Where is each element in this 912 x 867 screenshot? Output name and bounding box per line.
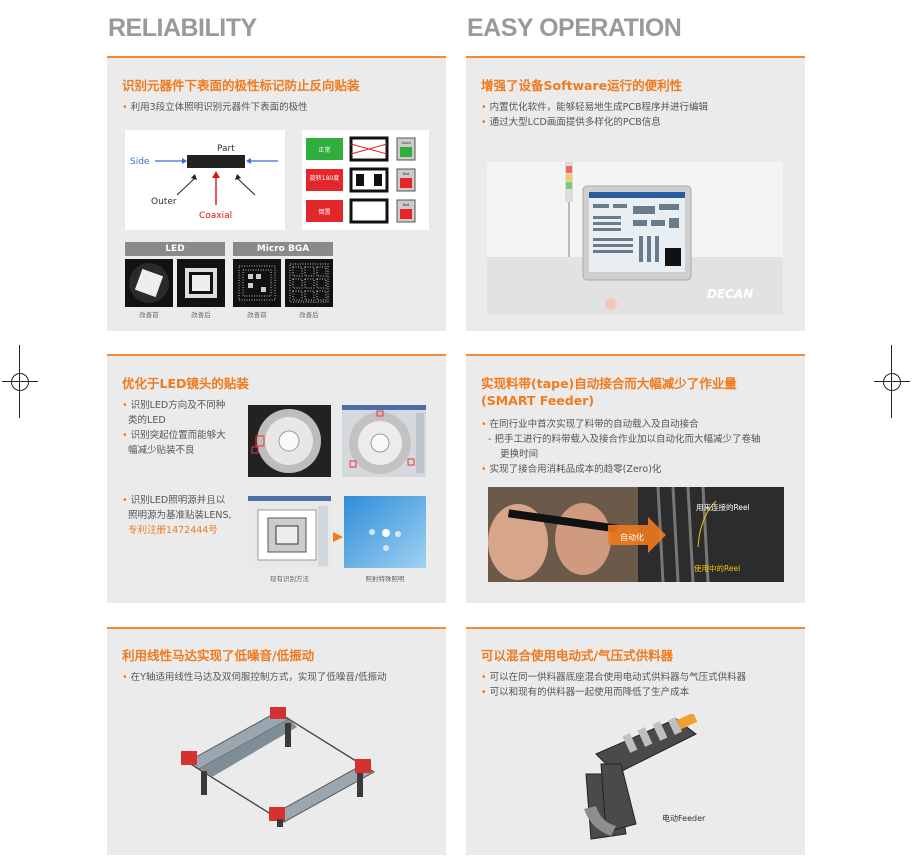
panel-title: 增强了设备Software运行的便利性 <box>481 78 683 93</box>
led-lens-image-2 <box>342 405 426 477</box>
linear-motor-gantry-image <box>177 707 382 827</box>
panel-title: 识别元器件下表面的极性标记防止反向贴装 <box>122 78 360 93</box>
side-arrow-right-head <box>246 158 251 164</box>
polarity-result-table: 正常 旋转180度 倒置 Good Bad Bad <box>302 130 429 230</box>
gantry-svg <box>181 707 376 827</box>
bullet: • 实现了接合用消耗品成本的趋零(Zero)化 <box>481 464 662 475</box>
registration-mark-right-icon <box>874 364 910 400</box>
panel-title: 可以混合使用电动式/气压式供料器 <box>481 648 674 663</box>
indicator-bad: Bad <box>403 203 410 207</box>
brand-watermark: DECAN <box>707 287 753 301</box>
panel-polarity-recognition: 识别元器件下表面的极性标记防止反向贴装 • 利用3段立体照明识别元器件下表面的极… <box>107 56 446 331</box>
arrow-right-icon <box>333 527 343 542</box>
led-after-image <box>177 259 225 307</box>
auto-splicing-svg: 自动化 用来连接的Reel 使用中的Reel <box>488 486 784 583</box>
panel-mixed-feeders: 可以混合使用电动式/气压式供料器 • 可以在同一供料器底座混合使用电动式供料器与… <box>466 627 805 855</box>
auto-label: 自动化 <box>620 532 644 542</box>
electric-feeder-image <box>566 712 711 844</box>
patent-number: 专利注册1472444号 <box>128 525 218 536</box>
auto-splicing-image: 自动化 用来连接的Reel 使用中的Reel <box>488 486 784 583</box>
bullet: • 在Y轴适用线性马达及双伺服控制方式，实现了低噪音/低振动 <box>122 672 387 683</box>
side-label: Side <box>130 157 150 167</box>
bullet: • 在同行业中首次实现了料带的自动载入及自动接合 <box>481 419 699 430</box>
indicator-good: Good <box>401 141 410 145</box>
inuse-reel-label: 使用中的Reel <box>694 563 740 573</box>
lighting-diagram-svg: Part Side Outer Coaxial <box>130 144 278 221</box>
part-shape <box>187 155 245 168</box>
bullet: • 通过大型LCD画面提供多样化的PCB信息 <box>481 117 661 128</box>
bullet: • 内置优化软件，能够轻易地生成PCB程序并进行编辑 <box>481 102 709 113</box>
caption: 改善后 <box>191 311 211 319</box>
bullet: • 可以在同一供料器底座混合使用电动式供料器与气压式供料器 <box>481 672 747 683</box>
registration-mark-left-icon <box>2 364 38 400</box>
special-illumination-image <box>344 496 426 568</box>
outer-arrow-right <box>236 177 256 196</box>
panel-title: 利用线性马达实现了低噪音/低振动 <box>122 648 315 663</box>
status-rotated: 旋转180度 <box>310 174 339 182</box>
bullet: • 识别突起位置而能够大 幅减少贴装不良 <box>122 430 226 456</box>
side-arrow-left-head <box>182 158 187 164</box>
bullet: • 利用3段立体照明识别元器件下表面的极性 <box>122 102 308 113</box>
bga-before-image <box>233 259 281 307</box>
outer-arrow-left <box>176 177 196 196</box>
bga-after-image <box>285 259 333 307</box>
panel-title: 优化于LED镜头的贴装 <box>122 376 249 391</box>
polarity-result-svg: 正常 旋转180度 倒置 Good Bad Bad <box>306 136 416 224</box>
part-label: Part <box>217 144 235 154</box>
panel-led-lens: 优化于LED镜头的贴装 • 识别LED方向及不同种 类的LED • 识别突起位置… <box>107 354 446 603</box>
section-heading-reliability: RELIABILITY <box>108 14 257 42</box>
led-label-bar: LED <box>125 242 225 256</box>
bga-label-bar: Micro BGA <box>233 242 333 256</box>
lighting-diagram: Part Side Outer Coaxial <box>125 130 285 230</box>
outer-label: Outer <box>151 197 177 207</box>
caption: 改善前 <box>247 311 267 319</box>
led-lens-image-1 <box>248 405 331 477</box>
electric-feeder-label: 电动Feeder <box>662 814 706 823</box>
caption: 现有识别方法 <box>270 575 309 583</box>
coaxial-label: Coaxial <box>199 211 232 221</box>
panel-linear-motor: 利用线性马达实现了低噪音/低振动 • 在Y轴适用线性马达及双伺服控制方式，实现了… <box>107 627 446 855</box>
feeder-svg <box>584 712 698 840</box>
indicator-bad: Bad <box>403 172 410 176</box>
machine-lcd-svg: DECAN <box>487 162 783 315</box>
section-heading-easy-operation: EASY OPERATION <box>467 14 682 42</box>
machine-lcd-image: DECAN <box>487 162 783 315</box>
bullet: • 识别LED照明源并且以 照明源为基准贴装LENS, 专利注册1472444号 <box>122 495 232 536</box>
caption: 改善前 <box>139 311 159 319</box>
status-normal: 正常 <box>318 146 330 154</box>
panel-title: 实现料带(tape)自动接合而大幅减少了作业量(SMART Feeder) <box>481 376 737 408</box>
status-flipped: 倒置 <box>318 208 330 216</box>
caption: 改善后 <box>299 311 319 319</box>
bullet: • 可以和现有的供料器一起使用而降低了生产成本 <box>481 687 690 698</box>
connect-reel-label: 用来连接的Reel <box>696 502 750 512</box>
caption: 照射特殊照明 <box>365 575 405 583</box>
led-before-image <box>125 259 173 307</box>
panel-software-convenience: 增强了设备Software运行的便利性 • 内置优化软件，能够轻易地生成PCB程… <box>466 56 805 331</box>
panel-smart-feeder: 实现料带(tape)自动接合而大幅减少了作业量(SMART Feeder) • … <box>466 354 805 603</box>
existing-recognition-image <box>248 496 331 568</box>
sub-bullet: - 把手工进行的料带载入及接合作业加以自动化而大幅减少了卷轴 更换时间 <box>488 434 761 460</box>
bullet: • 识别LED方向及不同种 类的LED <box>122 400 226 426</box>
